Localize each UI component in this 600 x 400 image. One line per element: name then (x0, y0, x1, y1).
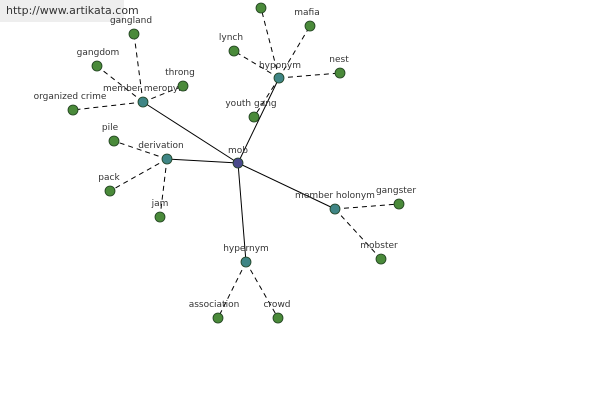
leaf-label-throng: throng (165, 68, 195, 78)
leaf-label-mobster: mobster (360, 241, 398, 251)
leaf-label-pile: pile (102, 123, 119, 133)
edge-mob-member-holonym (237, 162, 336, 210)
leaf-label-crowd: crowd (263, 300, 290, 310)
leaf-node-throng[interactable] (177, 80, 189, 92)
leaf-node-pile[interactable] (108, 135, 120, 147)
leaf-label-lynch: lynch (219, 33, 243, 43)
leaf-node-mafia[interactable] (304, 20, 316, 32)
edge-member-meronym-gangdom (96, 65, 144, 103)
edge-hyponym-youth-gang (253, 77, 280, 118)
leaf-node-youth-gang[interactable] (248, 111, 260, 123)
leaf-node-crowd[interactable] (272, 312, 284, 324)
leaf-node-nest[interactable] (334, 67, 346, 79)
relation-node-derivation[interactable] (161, 153, 173, 165)
leaf-node-pack[interactable] (104, 185, 116, 197)
leaf-node-jam[interactable] (154, 211, 166, 223)
edge-mob-hypernym (237, 162, 247, 263)
relation-label-derivation: derivation (138, 141, 184, 151)
leaf-node-gangdom[interactable] (91, 60, 103, 72)
relation-node-member-meronym[interactable] (137, 96, 149, 108)
root-node-mob[interactable] (232, 157, 244, 169)
edge-hypernym-crowd (245, 261, 279, 319)
leaf-label-pack: pack (98, 173, 120, 183)
edge-member-holonym-mobster (334, 208, 382, 260)
edge-mob-hyponym (237, 77, 280, 164)
site-url-link[interactable]: http://www.artikata.com (6, 4, 139, 17)
leaf-label-mafia: mafia (294, 8, 319, 18)
relation-label-hyponym: hyponym (259, 61, 301, 71)
leaf-label-organized-crime: organized crime (34, 92, 107, 102)
leaf-label-youth-gang: youth gang (225, 99, 276, 109)
edge-derivation-jam (159, 158, 168, 218)
edge-hyponym-mafia (278, 25, 311, 79)
edge-mob-member-meronym (142, 101, 239, 164)
relation-node-hypernym[interactable] (240, 256, 252, 268)
edge-derivation-pile (113, 140, 168, 160)
leaf-node-organized-crime[interactable] (67, 104, 79, 116)
edge-hypernym-association (217, 261, 247, 319)
relation-node-member-holonym[interactable] (329, 203, 341, 215)
leaf-node-lynch[interactable] (228, 45, 240, 57)
edge-hyponym-nest (278, 72, 341, 79)
relation-label-member-meronym: member meronym (103, 84, 187, 94)
leaf-node-unlabeled[interactable] (255, 2, 267, 14)
edge-member-holonym-gangster (334, 203, 400, 210)
leaf-label-gangdom: gangdom (77, 48, 120, 58)
leaf-node-gangland[interactable] (128, 28, 140, 40)
leaf-label-gangster: gangster (376, 186, 416, 196)
edge-derivation-pack (109, 158, 168, 192)
edge-mob-derivation (166, 158, 239, 164)
edge-member-meronym-gangland (133, 33, 144, 103)
relation-node-hyponym[interactable] (273, 72, 285, 84)
leaf-label-gangland: gangland (110, 16, 152, 26)
url-banner: http://www.artikata.com (0, 0, 139, 22)
edge-hyponym-unlabeled (260, 7, 280, 79)
leaf-node-association[interactable] (212, 312, 224, 324)
leaf-label-association: association (189, 300, 240, 310)
leaf-label-nest: nest (329, 55, 349, 65)
edge-member-meronym-organized-crime (72, 101, 144, 111)
leaf-label-jam: jam (151, 199, 169, 209)
leaf-node-mobster[interactable] (375, 253, 387, 265)
root-node-label: mob (228, 146, 248, 156)
edge-member-meronym-throng (142, 85, 184, 103)
relation-label-hypernym: hypernym (223, 244, 269, 254)
leaf-node-gangster[interactable] (393, 198, 405, 210)
relation-label-member-holonym: member holonym (295, 191, 375, 201)
